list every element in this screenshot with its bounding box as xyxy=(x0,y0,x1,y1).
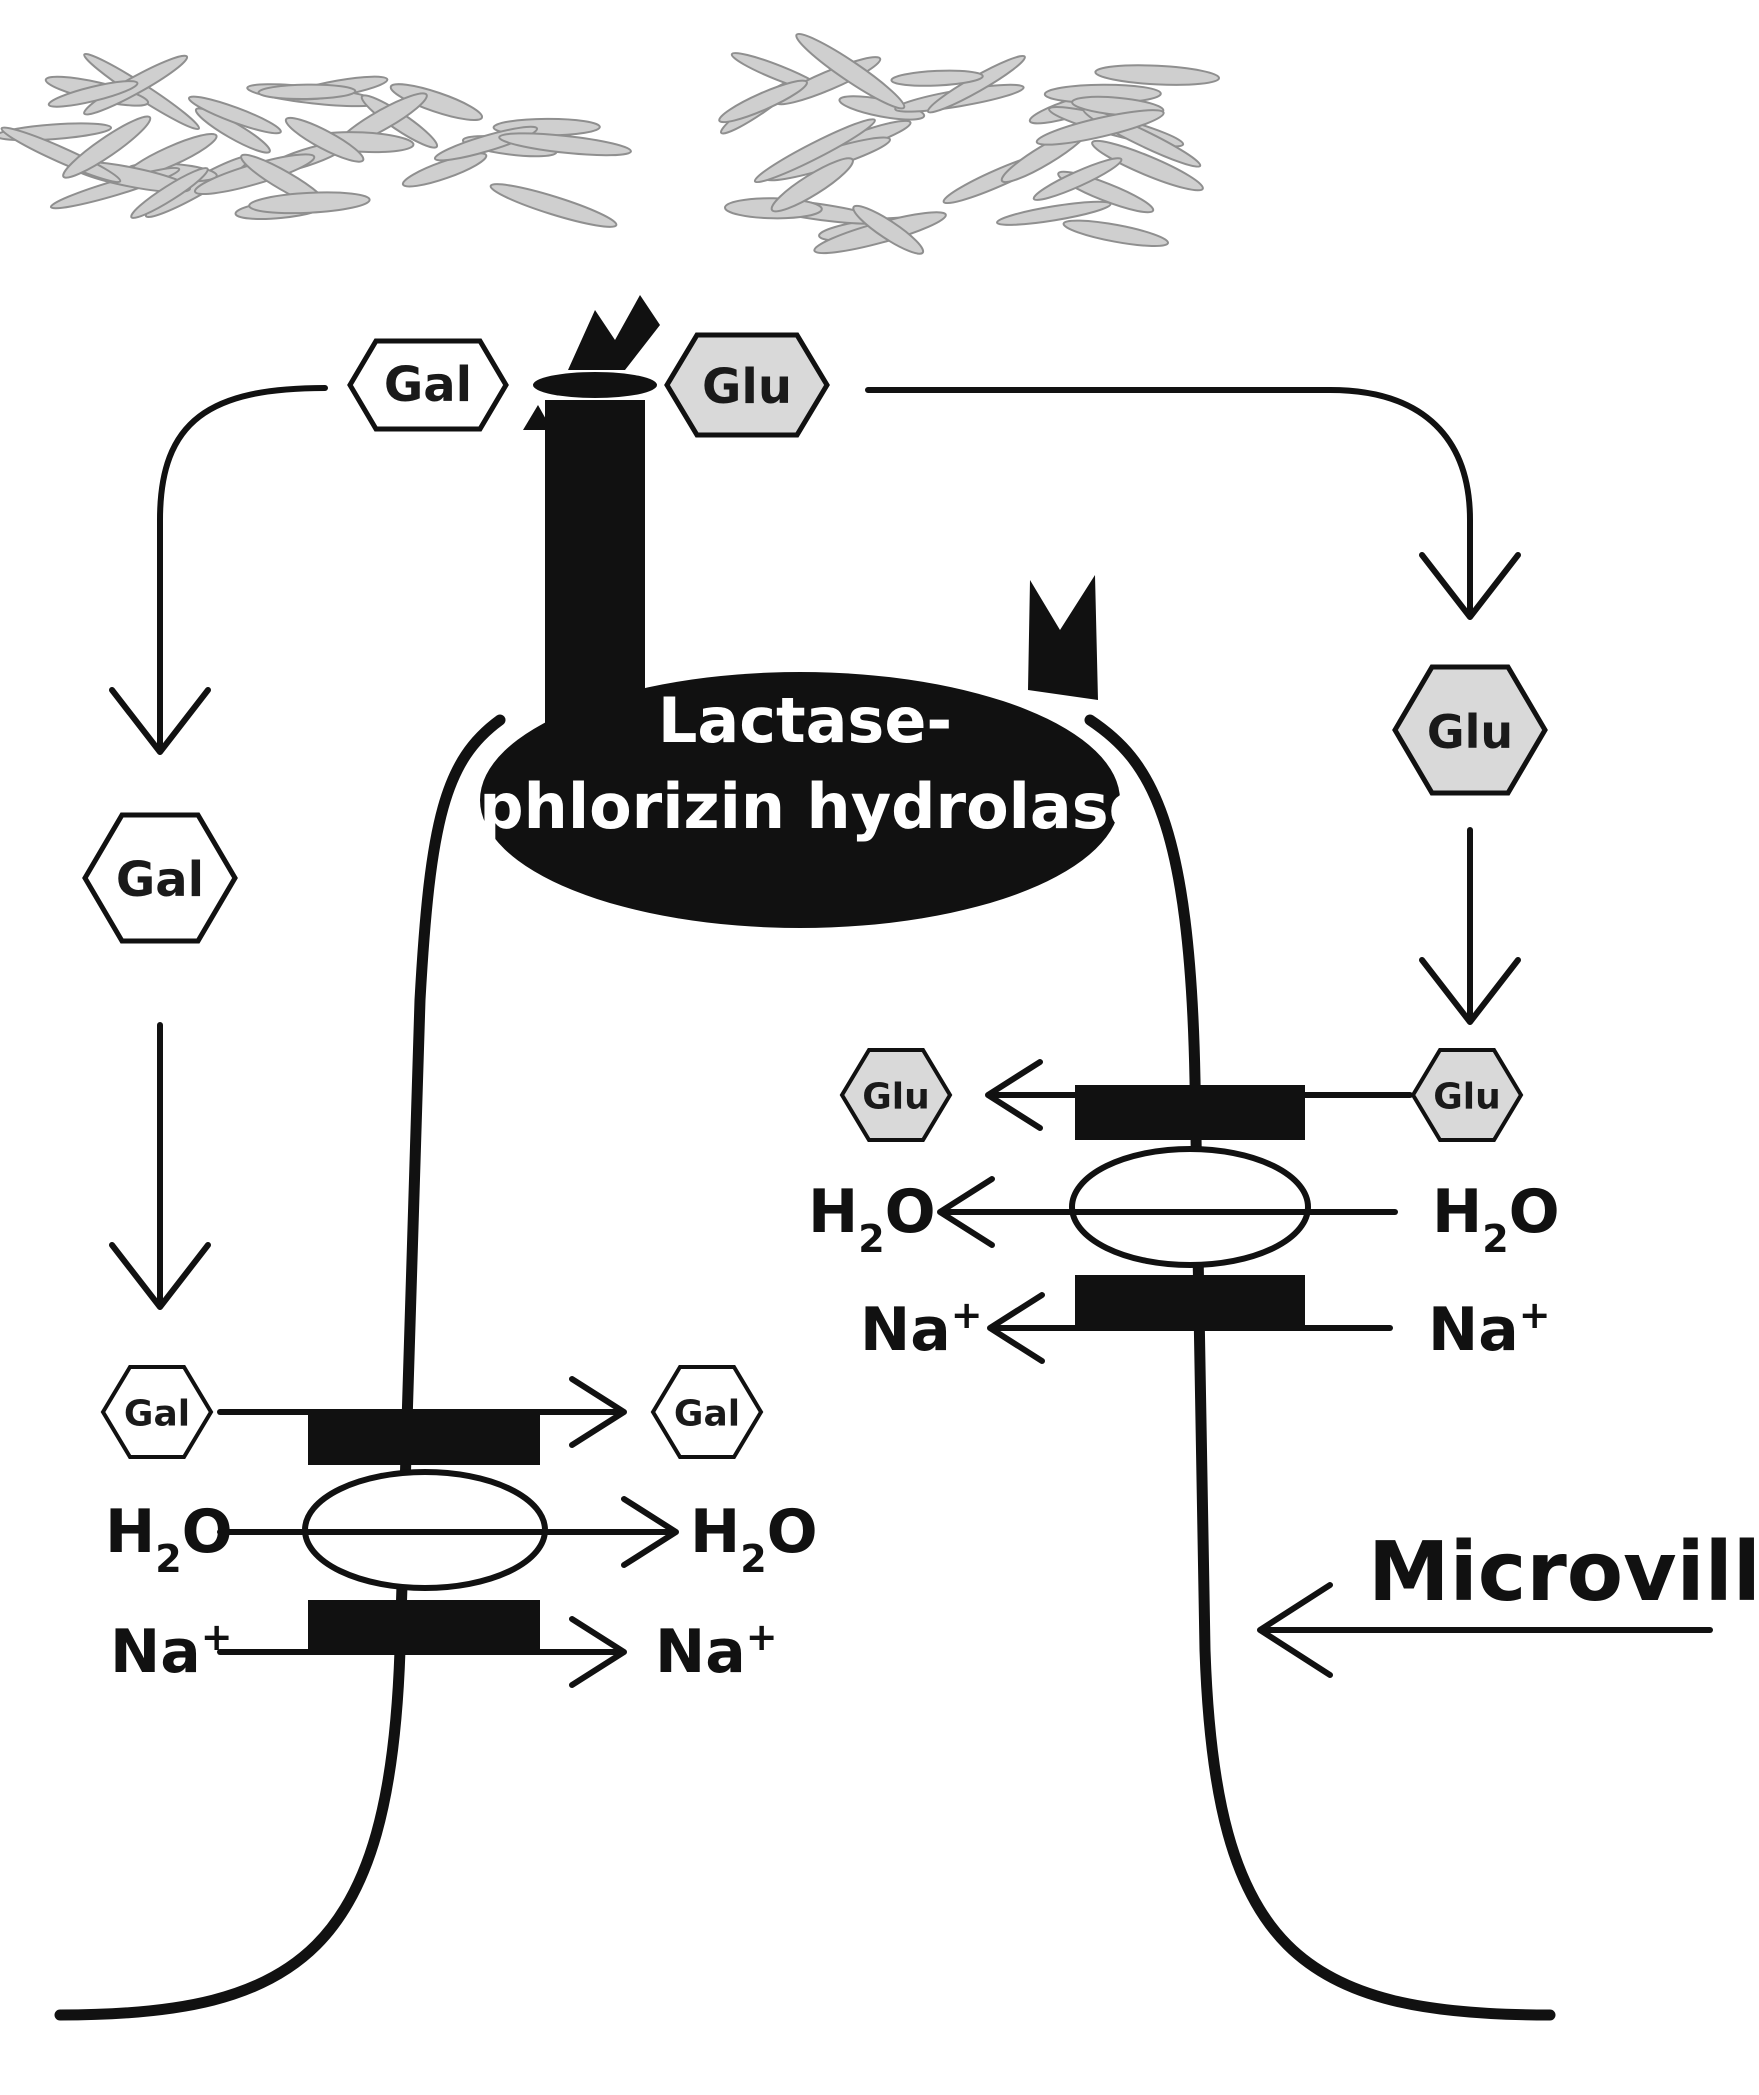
glu-hexagon-top: Glu xyxy=(664,332,830,438)
transporter-left xyxy=(217,1376,679,1688)
water-label-left-in: H2O xyxy=(105,1497,233,1581)
microvillus-membrane xyxy=(54,714,506,2021)
svg-text:Gal: Gal xyxy=(674,1394,740,1435)
svg-text:Gal: Gal xyxy=(116,852,204,908)
glu-hexagon-transport-out: Glu xyxy=(839,1048,953,1142)
gal-hexagon-left: Gal xyxy=(82,812,238,944)
transporter-right xyxy=(937,1059,1413,1364)
lactose-grain xyxy=(852,204,925,255)
sodium-label-left-out: Na+ xyxy=(655,1615,778,1687)
lactose-grain xyxy=(753,118,876,184)
microvillus-membrane-right xyxy=(1084,714,1556,2021)
microvilli-label: Microvilli xyxy=(1368,1525,1759,1620)
lactose-grain xyxy=(770,157,854,213)
glu-curve-arrow xyxy=(865,387,1473,618)
gal-hexagon-transport-in: Gal xyxy=(100,1365,214,1459)
lactose-grain xyxy=(890,69,984,87)
lactose-grain xyxy=(718,79,808,124)
svg-text:Glu: Glu xyxy=(862,1077,930,1118)
lactose-grain xyxy=(248,191,371,215)
gal-hexagon-transport-out: Gal xyxy=(650,1365,764,1459)
lactose-grain xyxy=(489,183,618,228)
arrowhead xyxy=(1257,1582,1333,1678)
sodium-label-left-in: Na+ xyxy=(110,1615,233,1687)
lactose-grain xyxy=(1094,64,1221,86)
lightning-icon xyxy=(568,295,660,370)
lactose-grain xyxy=(1091,139,1204,192)
glu-hexagon-transport-in: Glu xyxy=(1410,1048,1524,1142)
lactose-grain xyxy=(795,32,906,110)
lactose-grain xyxy=(401,152,488,188)
arrowhead xyxy=(1419,552,1521,620)
enzyme-label-line1: Lactase- xyxy=(658,684,952,757)
sodium-label-right-in: Na+ xyxy=(1428,1293,1551,1365)
lactose-grain xyxy=(1035,109,1165,146)
lactose-grain xyxy=(130,167,209,219)
water-label-right-in: H2O xyxy=(1432,1177,1560,1261)
arrowhead xyxy=(109,1242,211,1310)
svg-text:Gal: Gal xyxy=(124,1394,190,1435)
lactase-phlorizin-hydrolase: Lactase- phlorizin hydrolase xyxy=(479,295,1151,928)
lactose-grain xyxy=(257,83,357,101)
gal-curve-arrow xyxy=(157,385,328,753)
sodium-label-right-out: Na+ xyxy=(860,1293,983,1365)
lactose-grain xyxy=(389,83,484,122)
water-label-right-out: H2O xyxy=(808,1177,936,1261)
gal-hexagon-top: Gal xyxy=(347,338,509,432)
svg-text:Gal: Gal xyxy=(384,357,472,413)
lactose-grain xyxy=(1062,219,1170,248)
arrowhead xyxy=(1419,957,1521,1025)
lactose-grains-left xyxy=(0,52,632,228)
lactose-grain xyxy=(498,132,632,157)
svg-text:Glu: Glu xyxy=(702,359,792,415)
lactose-grains-right xyxy=(718,32,1221,255)
lactose-grain xyxy=(1032,157,1123,201)
arrowhead xyxy=(109,687,211,755)
lactose-grain xyxy=(62,115,152,179)
enzyme-label-line2: phlorizin hydrolase xyxy=(479,770,1150,843)
lactose-grain xyxy=(284,116,365,163)
svg-text:Glu: Glu xyxy=(1433,1077,1501,1118)
svg-text:Glu: Glu xyxy=(1427,705,1513,759)
water-label-left-out: H2O xyxy=(690,1497,818,1581)
lactose-grain xyxy=(187,95,282,135)
glu-hexagon-right: Glu xyxy=(1392,664,1548,796)
lactose-grain xyxy=(47,80,139,108)
